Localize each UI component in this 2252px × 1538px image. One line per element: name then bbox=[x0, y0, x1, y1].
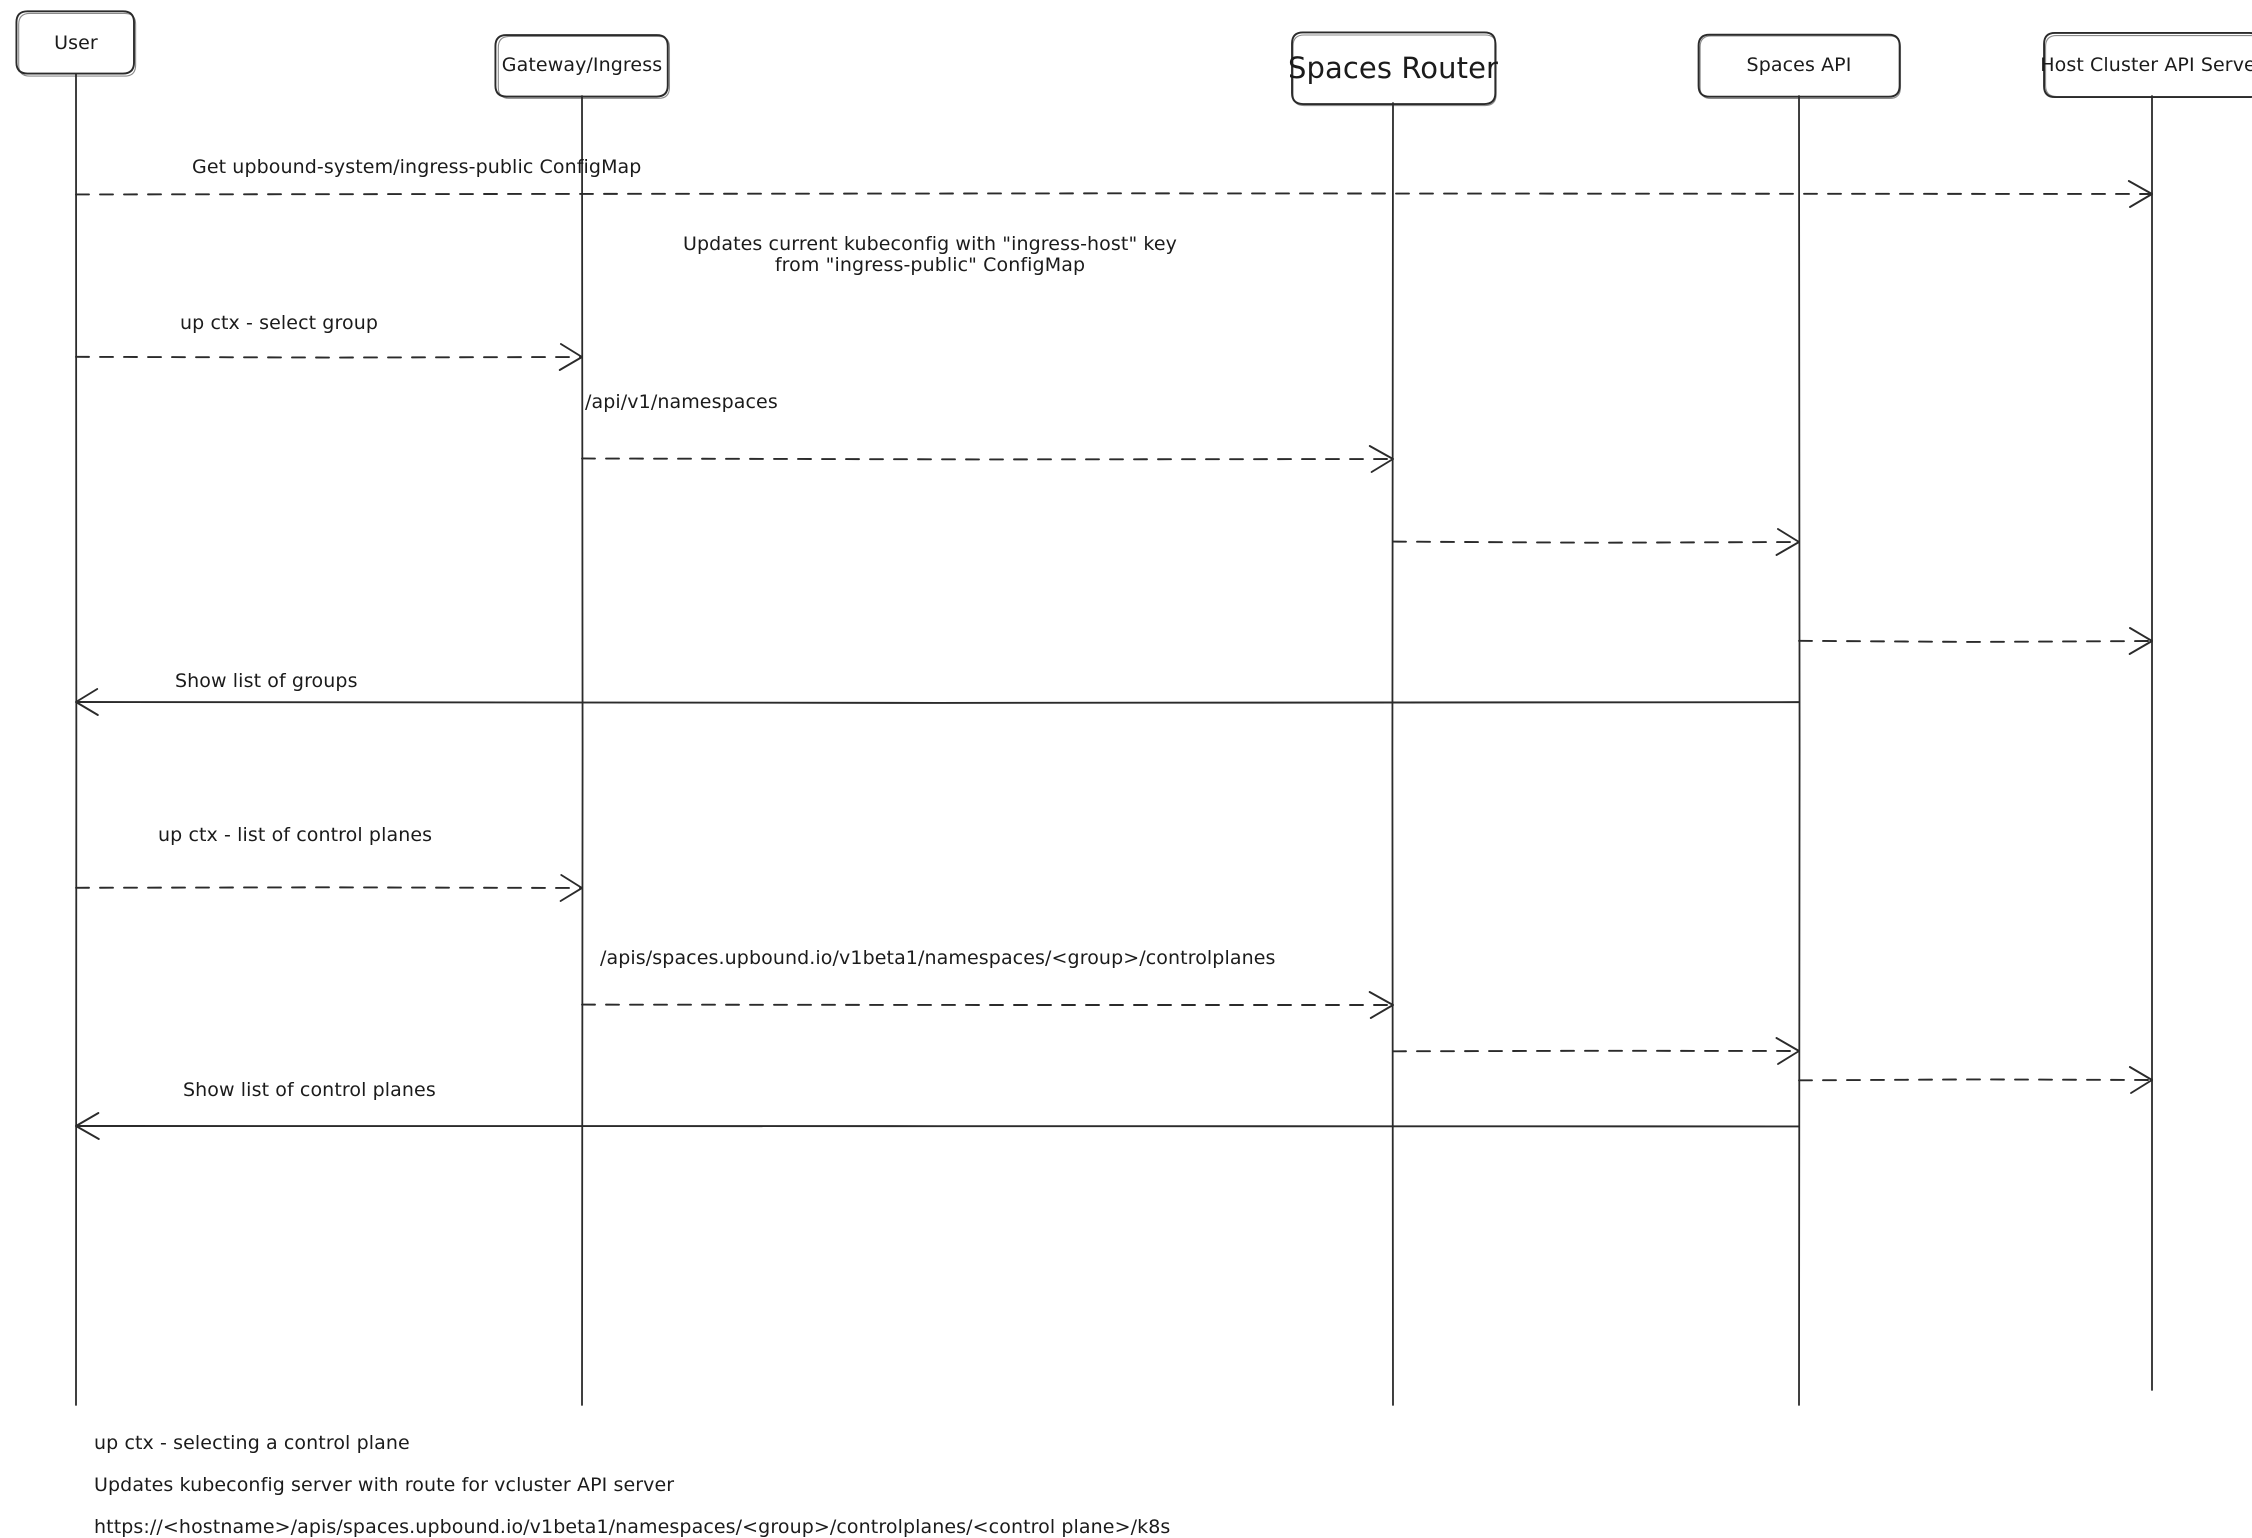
participant-label-host: Host Cluster API Server bbox=[2040, 54, 2252, 76]
message-line bbox=[1393, 542, 1797, 543]
message-m10 bbox=[1799, 1067, 2152, 1093]
message-m9 bbox=[1393, 1038, 1799, 1064]
message-line bbox=[1393, 1051, 1797, 1052]
message-m2 bbox=[76, 344, 582, 370]
message-arrowhead bbox=[2131, 1080, 2152, 1093]
lifeline-gateway bbox=[582, 96, 583, 1405]
message-m3 bbox=[582, 446, 1393, 472]
message-arrowhead bbox=[1778, 1051, 1799, 1064]
message-arrowhead bbox=[2130, 1067, 2152, 1080]
message-arrowhead bbox=[2130, 194, 2152, 207]
message-label-m8: /apis/spaces.upbound.io/v1beta1/namespac… bbox=[600, 945, 1276, 971]
message-label-m2: up ctx - select group bbox=[180, 310, 378, 336]
message-label-m3: /api/v1/namespaces bbox=[585, 389, 778, 415]
caption-c1: up ctx - selecting a control plane bbox=[94, 1432, 410, 1454]
message-arrowhead bbox=[2130, 641, 2152, 654]
lifeline-api bbox=[1799, 96, 1800, 1405]
message-arrowhead bbox=[1777, 542, 1799, 555]
message-arrowhead bbox=[76, 1126, 99, 1139]
message-arrowhead bbox=[560, 357, 582, 370]
message-m1 bbox=[76, 181, 2152, 207]
message-m7 bbox=[76, 875, 582, 901]
message-line bbox=[76, 193, 2150, 194]
message-arrowhead bbox=[76, 689, 97, 702]
message-arrowhead bbox=[76, 1113, 98, 1126]
note-n1-line-1: from "ingress-public" ConfigMap bbox=[775, 254, 1085, 276]
message-m11 bbox=[76, 1113, 1799, 1139]
message-line bbox=[76, 887, 580, 888]
note-n1-line-0: Updates current kubeconfig with "ingress… bbox=[683, 233, 1177, 255]
message-line bbox=[582, 458, 1391, 459]
message-label-m11: Show list of control planes bbox=[183, 1077, 436, 1103]
message-line bbox=[76, 357, 580, 358]
caption-c2: Updates kubeconfig server with route for… bbox=[94, 1474, 674, 1496]
message-arrowhead bbox=[1776, 1038, 1799, 1051]
caption-c3: https://<hostname>/apis/spaces.upbound.i… bbox=[94, 1516, 1170, 1538]
message-arrowhead bbox=[1372, 459, 1393, 472]
message-line bbox=[78, 702, 1799, 703]
message-arrowhead bbox=[561, 888, 582, 901]
message-arrowhead bbox=[561, 344, 582, 357]
message-label-m1: Get upbound-system/ingress-public Config… bbox=[192, 154, 641, 180]
message-arrowhead bbox=[1370, 992, 1393, 1005]
participant-label-gateway: Gateway/Ingress bbox=[502, 54, 662, 76]
message-label-m6: Show list of groups bbox=[175, 668, 358, 694]
message-arrowhead bbox=[76, 702, 98, 715]
message-m8 bbox=[582, 992, 1393, 1018]
participant-label-user: User bbox=[54, 32, 98, 54]
participant-label-api: Spaces API bbox=[1747, 54, 1852, 76]
message-arrowhead bbox=[1778, 529, 1799, 542]
message-m4 bbox=[1393, 529, 1799, 555]
message-arrowhead bbox=[1371, 1005, 1393, 1018]
message-line bbox=[1799, 1079, 2150, 1080]
message-line bbox=[1799, 641, 2150, 642]
message-arrowhead bbox=[2130, 628, 2152, 641]
message-m5 bbox=[1799, 628, 2152, 654]
message-label-m7: up ctx - list of control planes bbox=[158, 822, 432, 848]
message-arrowhead bbox=[561, 875, 582, 888]
participant-label-router: Spaces Router bbox=[1288, 51, 1498, 85]
message-arrowhead bbox=[1370, 446, 1393, 459]
message-arrowhead bbox=[2129, 181, 2152, 194]
lifeline-router bbox=[1392, 103, 1393, 1405]
